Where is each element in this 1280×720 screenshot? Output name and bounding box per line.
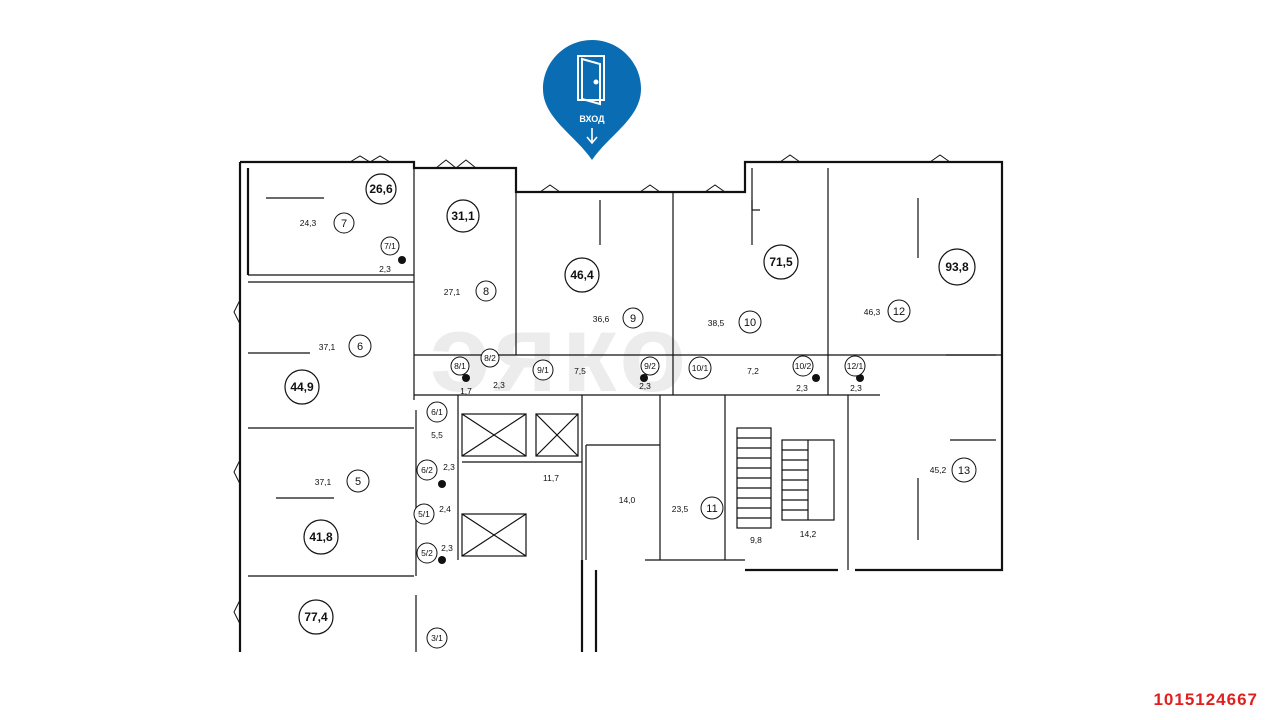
- room-9-2-area: 2,3: [639, 381, 651, 391]
- room-5-badge: [346, 469, 370, 493]
- room-9-badge: [622, 307, 644, 329]
- room-6-total: 44,9: [290, 380, 314, 394]
- room-6-2-area: 2,3: [443, 462, 455, 472]
- room-10-2-id: 10/2: [795, 361, 812, 371]
- room-5-2-id: 5/2: [421, 548, 433, 558]
- room-8-1-area: 1,7: [460, 386, 472, 396]
- room-11-area: 23,5: [672, 504, 689, 514]
- room-3-1-id: 3/1: [431, 633, 443, 643]
- room-5-1-area: 2,4: [439, 504, 451, 514]
- room-8-2-id: 8/2: [484, 353, 496, 363]
- room-9-total: 46,4: [570, 268, 594, 282]
- room-9-area: 36,6: [593, 314, 610, 324]
- room-12-total-circle: [938, 248, 976, 286]
- room-7-1-area: 2,3: [379, 264, 391, 274]
- room-10-id: 10: [744, 317, 756, 329]
- room-3-1-badge: [426, 627, 448, 649]
- room-12-1-badge: [844, 355, 866, 377]
- room-10-1-id: 10/1: [692, 363, 709, 373]
- room-6-badge: [348, 334, 372, 358]
- room-12-badge: [887, 299, 911, 323]
- room-7-total-circle: [365, 173, 397, 205]
- room-5-2-badge: [416, 542, 438, 564]
- entrance-pin[interactable]: ВХОД: [543, 40, 641, 160]
- room-10-2-badge: [792, 355, 814, 377]
- room-5-area: 37,1: [315, 477, 332, 487]
- room-7-1-id: 7/1: [384, 241, 396, 251]
- room-7-total: 26,6: [369, 182, 393, 196]
- room-9-total-circle: [564, 257, 600, 293]
- room-77-total: 77,4: [304, 610, 328, 624]
- wc-icons: [398, 256, 864, 564]
- room-13-area: 45,2: [930, 465, 947, 475]
- room-14-area: 14,0: [619, 495, 636, 505]
- room-6-1-area: 5,5: [431, 430, 443, 440]
- room-7-1-badge: [380, 236, 400, 256]
- room-9-1-badge: [532, 359, 554, 381]
- room-7-badge: [333, 212, 355, 234]
- room-6-area: 37,1: [319, 342, 336, 352]
- room-12-1-id: 12/1: [847, 361, 864, 371]
- room-5-1-id: 5/1: [418, 509, 430, 519]
- windows: [233, 154, 951, 625]
- room-5-total: 41,8: [309, 530, 333, 544]
- room-10-2-area: 2,3: [796, 383, 808, 393]
- room-6-2-badge: [416, 459, 438, 481]
- room-8-2-badge: [480, 348, 500, 368]
- room-6-2-id: 6/2: [421, 465, 433, 475]
- room-9-1-area: 7,5: [574, 366, 586, 376]
- room-12-total: 93,8: [945, 260, 969, 274]
- room-10-area: 38,5: [708, 318, 725, 328]
- room-12-id: 12: [893, 306, 905, 318]
- partitions: [248, 168, 1002, 652]
- outer-walls: [238, 160, 1004, 652]
- room-9-1-id: 9/1: [537, 365, 549, 375]
- room-10-1-badge: [688, 356, 712, 380]
- room-13-id: 13: [958, 465, 970, 477]
- room-12-area: 46,3: [864, 307, 881, 317]
- room-8-total-circle: [446, 199, 480, 233]
- staircase: [736, 427, 835, 529]
- room-77-total-circle: [298, 599, 334, 635]
- listing-id: 1015124667: [1153, 690, 1258, 709]
- room-12-1-area: 2,3: [850, 383, 862, 393]
- room-9-2-id: 9/2: [644, 361, 656, 371]
- room-5-id: 5: [355, 476, 361, 488]
- room-8-1-id: 8/1: [454, 361, 466, 371]
- room-10-total: 71,5: [769, 255, 793, 269]
- room-10-1-area: 7,2: [747, 366, 759, 376]
- entrance-label: ВХОД: [579, 114, 605, 124]
- room-9-2-badge: [640, 356, 660, 376]
- room-6-id: 6: [357, 341, 363, 353]
- room-5-2-area: 2,3: [441, 543, 453, 553]
- room-11-id: 11: [706, 503, 717, 515]
- room-6-1-badge: [426, 401, 448, 423]
- room-7-area: 24,3: [300, 218, 317, 228]
- room-13-badge: [951, 457, 977, 483]
- room-6-1-id: 6/1: [431, 407, 443, 417]
- stair1-area: 9,8: [750, 535, 762, 545]
- room-6-total-circle: [284, 369, 320, 405]
- arrow-down-icon: [586, 128, 598, 145]
- door-icon: [577, 55, 605, 106]
- room-11-badge: [700, 496, 724, 520]
- room-8-badge: [475, 280, 497, 302]
- room-8-area: 27,1: [444, 287, 461, 297]
- room-10-badge: [738, 310, 762, 334]
- room-8-total: 31,1: [451, 209, 475, 223]
- room-5-1-badge: [413, 503, 435, 525]
- room-10-total-circle: [763, 244, 799, 280]
- room-5-total-circle: [303, 519, 339, 555]
- room-8-2-area: 2,3: [493, 380, 505, 390]
- room-7-id: 7: [341, 218, 347, 230]
- room-8-id: 8: [483, 286, 489, 298]
- hall-area: 11,7: [543, 473, 559, 483]
- elevators: [461, 413, 579, 557]
- stair2-area: 14,2: [800, 529, 817, 539]
- room-9-id: 9: [630, 313, 636, 325]
- room-8-1-badge: [450, 356, 470, 376]
